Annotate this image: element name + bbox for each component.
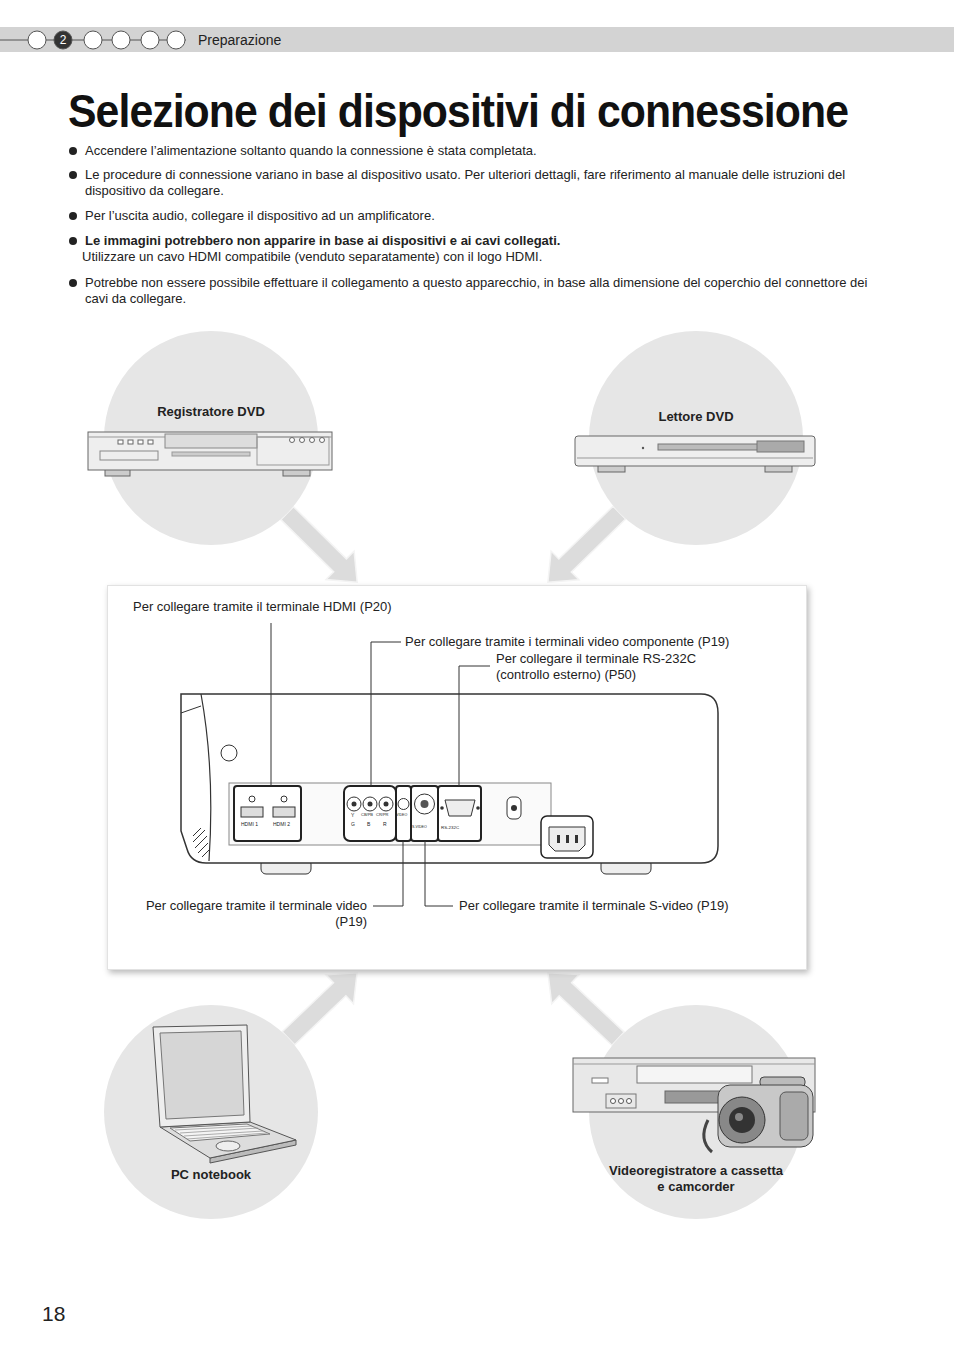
device-label: PC notebook xyxy=(104,1167,318,1183)
callout-text: Per collegare tramite i terminali video … xyxy=(405,634,795,650)
note-text: Le immagini potrebbero non apparire in b… xyxy=(85,233,885,249)
port-label: HDMI 2 xyxy=(273,822,290,828)
device-circle: Lettore DVD xyxy=(589,331,803,545)
note-text: Per l’uscita audio, collegare il disposi… xyxy=(85,208,885,224)
port-label: G xyxy=(351,822,355,828)
bullet-dots xyxy=(69,147,77,287)
port-label: Y xyxy=(351,813,354,819)
port-label: VIDEO xyxy=(396,814,407,818)
device-label: Registratore DVD xyxy=(104,404,318,420)
port-label: CB/PB xyxy=(361,813,373,817)
circle-outline xyxy=(104,1005,318,1219)
circle-outline xyxy=(589,331,803,545)
chapter-number: 2 xyxy=(55,32,71,48)
device-circle: Videoregistratore a cassetta e camcorder xyxy=(589,1005,803,1219)
note-text: Utilizzare un cavo HDMI compatibile (ven… xyxy=(82,249,882,265)
page-title: Selezione dei dispositivi di connessione xyxy=(68,86,848,136)
leader-lines xyxy=(271,623,490,906)
section-name: Preparazione xyxy=(198,32,281,48)
flow-arrow xyxy=(281,507,357,583)
note-text: Accendere l’alimentazione soltanto quand… xyxy=(85,143,885,159)
callout-text: Per collegare tramite il terminale S-vid… xyxy=(459,898,739,914)
callout-text: Per collegare tramite il terminale video… xyxy=(115,898,367,930)
circle-outline xyxy=(104,331,318,545)
chapter-dots xyxy=(28,31,185,49)
note-text: Le procedure di connessione variano in b… xyxy=(85,167,885,199)
circle-fill xyxy=(104,331,318,545)
port-label: HDMI 1 xyxy=(241,822,258,828)
port-label: S-VIDEO xyxy=(412,826,427,830)
circle-fill xyxy=(589,1005,803,1219)
connection-panel: Per collegare tramite il terminale HDMI … xyxy=(107,585,807,970)
circle-fill xyxy=(589,331,803,545)
flow-arrow xyxy=(282,973,357,1045)
port-label: R xyxy=(383,822,387,828)
callout-text: Per collegare il terminale RS-232C (cont… xyxy=(496,651,736,683)
port-label: RS-232C xyxy=(441,826,459,831)
circle-fill xyxy=(104,1005,318,1219)
note-text: Potrebbe non essere possibile effettuare… xyxy=(85,275,885,307)
port-label: B xyxy=(367,822,370,828)
page-number: 18 xyxy=(42,1302,65,1326)
callout-text: Per collegare tramite il terminale HDMI … xyxy=(133,599,553,615)
device-label: Videoregistratore a cassetta e camcorder xyxy=(606,1163,786,1195)
flow-arrow xyxy=(548,973,624,1046)
device-label: Lettore DVD xyxy=(589,409,803,425)
header-bar xyxy=(0,27,954,52)
port-label: CR/PR xyxy=(376,813,388,817)
device-circle: Registratore DVD xyxy=(104,331,318,545)
device-circle: PC notebook xyxy=(104,1005,318,1219)
flow-arrow xyxy=(548,506,626,582)
